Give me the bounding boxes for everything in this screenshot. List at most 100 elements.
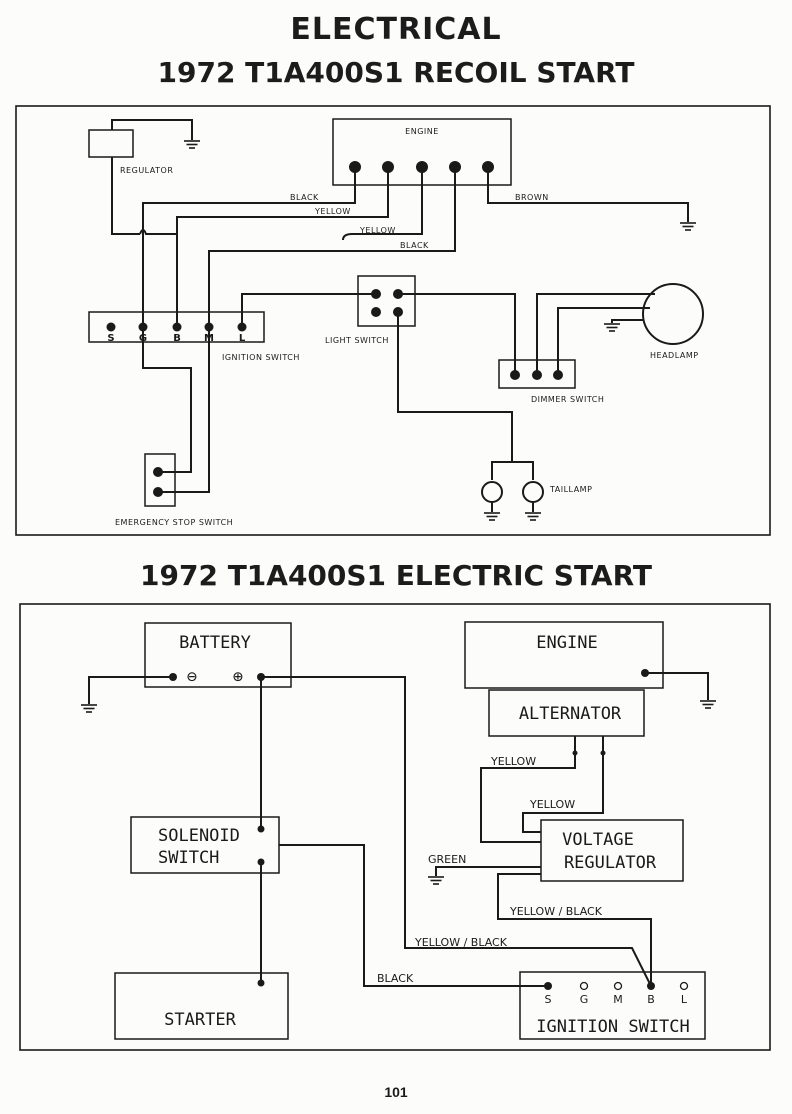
light-switch-box (357, 275, 416, 327)
ignition-switch-label: IGNITION SWITCH (222, 353, 300, 362)
ignition-switch-box (519, 971, 706, 1040)
terminal-label: S (107, 333, 114, 344)
ignition-terminal (679, 981, 689, 991)
yellow-wire-label-1: YELLOW (314, 207, 351, 216)
ground-icon (483, 512, 501, 521)
brown-wire (487, 167, 689, 222)
terminal-label: B (173, 333, 181, 344)
green-wire-label: GREEN (428, 853, 466, 866)
recoil-start-title: 1972 T1A400S1 RECOIL START (157, 56, 635, 89)
taillamp-bulb-icon (522, 481, 544, 503)
voltage-regulator-box (540, 819, 684, 882)
yellow-alternator-wire-2 (522, 736, 604, 833)
dimmer-terminal (510, 370, 520, 380)
green-ground-wire (435, 866, 541, 876)
engine-label: ENGINE (536, 633, 597, 653)
light-switch-terminal (371, 307, 381, 317)
black-wire-2 (208, 167, 456, 323)
terminal-label: M (613, 993, 623, 1006)
yellow-black-regulator-wire (497, 873, 652, 986)
ground-icon (427, 876, 445, 885)
alternator: ALTERNATOR (488, 689, 645, 756)
regulator-box (88, 129, 134, 158)
wire-crossover (139, 229, 177, 235)
ignition-terminal (106, 322, 116, 332)
alternator-box (488, 689, 645, 737)
page-number: 101 (384, 1084, 408, 1100)
black-wire-label-1: BLACK (290, 193, 319, 202)
ignition-switch-box (88, 311, 265, 343)
headlamp: HEADLAMP (642, 283, 704, 360)
low-beam-wire (557, 307, 650, 375)
ground-icon (183, 140, 201, 149)
regulator-ground-wire (111, 119, 193, 140)
yellow-black-label-2: YELLOW / BLACK (509, 905, 603, 918)
battery: BATTERY ⊖ ⊕ (144, 622, 292, 688)
yellow-wire-2 (342, 167, 423, 241)
solenoid-label-line2: SWITCH (158, 848, 219, 868)
battery-label: BATTERY (179, 633, 251, 653)
ignition-switch: S G B M L IGNITION SWITCH (88, 311, 300, 362)
terminal-label: L (239, 333, 246, 344)
headlamp-icon (642, 283, 704, 345)
voltage-regulator-line2: REGULATOR (564, 853, 657, 873)
battery-ground-wire (88, 676, 173, 704)
ignition-terminal (544, 982, 552, 990)
taillamp: TAILLAMP (481, 461, 592, 521)
ground-icon (699, 700, 717, 709)
ignition-terminal (237, 322, 247, 332)
taillamp-feed-wire (397, 312, 513, 462)
ground-icon (80, 704, 98, 713)
starter: STARTER (114, 972, 289, 1040)
engine-label: ENGINE (405, 127, 439, 136)
lighting-wire (241, 293, 376, 323)
light-switch-terminal (371, 289, 381, 299)
yellow-wire-label-1: YELLOW (490, 755, 536, 768)
taillamp-wires (491, 461, 534, 480)
ignition-terminal (172, 322, 182, 332)
terminal-label: S (545, 993, 552, 1006)
taillamp-bulb-icon (481, 481, 503, 503)
engine-ground-wire (645, 672, 709, 700)
yellow-wire-label-2: YELLOW (359, 226, 396, 235)
yellow-alternator-wire-1 (480, 736, 576, 843)
positive-terminal-icon: ⊕ (233, 667, 243, 687)
ground-icon (524, 512, 542, 521)
starter-box (114, 972, 289, 1040)
terminal-label: G (580, 993, 589, 1006)
starter-label: STARTER (164, 1010, 236, 1030)
emergency-stop-label: EMERGENCY STOP SWITCH (115, 518, 233, 527)
recoil-diagram-frame (15, 105, 771, 536)
solenoid-label-line1: SOLENOID (158, 826, 240, 846)
emergency-stop-box (144, 453, 176, 507)
stop-switch-wire-1 (142, 327, 192, 473)
stop-switch-wire-2 (158, 327, 210, 493)
headlamp-label: HEADLAMP (650, 351, 699, 360)
main-title: ELECTRICAL (290, 12, 502, 47)
starter-terminal (257, 979, 265, 987)
light-switch: LIGHT SWITCH (325, 275, 416, 345)
emergency-stop-switch: EMERGENCY STOP SWITCH (115, 453, 233, 527)
electric-diagram-frame (19, 603, 771, 1051)
electric-start-diagram: BATTERY ⊖ ⊕ YELLOW / BLACK SOLENOID SWIT… (19, 603, 771, 1051)
terminal-label: B (647, 993, 655, 1006)
headlamp-feed-wire (398, 293, 516, 375)
battery-box (144, 622, 292, 688)
black-solenoid-wire (279, 844, 548, 987)
regulator-output-wire (111, 157, 140, 235)
regulator-label: REGULATOR (120, 166, 173, 175)
ignition-switch-label: IGNITION SWITCH (536, 1017, 690, 1037)
engine-electric: ENGINE (464, 621, 664, 689)
regulator: REGULATOR (88, 129, 173, 175)
engine-box (464, 621, 664, 689)
black-wire (142, 167, 356, 323)
black-wire-label-2: BLACK (400, 241, 429, 250)
high-beam-wire (536, 293, 655, 375)
electric-start-title: 1972 T1A400S1 ELECTRIC START (140, 559, 652, 592)
ignition-switch-electric: S G M B L IGNITION SWITCH (519, 971, 706, 1040)
ignition-terminal (647, 982, 655, 990)
yellow-wire (176, 167, 389, 323)
yellow-wire-label-2: YELLOW (529, 798, 575, 811)
ignition-terminal (613, 981, 623, 991)
